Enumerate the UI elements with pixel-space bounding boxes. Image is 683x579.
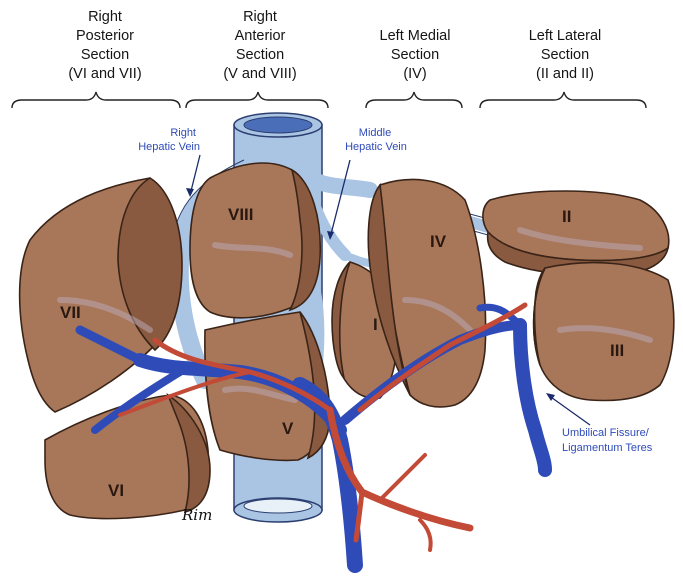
right-hepatic-line-2: Hepatic Vein xyxy=(138,141,200,153)
segment-label-vii: VII xyxy=(60,303,81,322)
segment-label-i: I xyxy=(373,315,378,334)
middle-hepatic-pointer xyxy=(330,160,350,238)
umbilical-line-2: Ligamentum Teres xyxy=(562,442,653,454)
brace-left-medial xyxy=(366,92,462,108)
brace-right-posterior xyxy=(12,92,180,108)
label-umbilical-fissure: Umbilical Fissure/ Ligamentum Teres xyxy=(546,393,653,454)
artist-signature: Rim xyxy=(181,506,212,524)
umbilical-line-1: Umbilical Fissure/ xyxy=(562,427,650,439)
middle-hepatic-line-2: Hepatic Vein xyxy=(345,141,407,153)
segment-label-iv: IV xyxy=(430,232,447,251)
middle-hepatic-line-1: Middle xyxy=(359,127,391,139)
segment-vii xyxy=(20,178,182,412)
right-hepatic-line-1: Right xyxy=(170,127,196,139)
segment-label-viii: VIII xyxy=(228,205,254,224)
segment-label-v: V xyxy=(282,419,294,438)
section-braces xyxy=(12,92,646,108)
segment-label-ii: II xyxy=(562,207,571,226)
brace-left-lateral xyxy=(480,92,646,108)
brace-right-anterior xyxy=(186,92,328,108)
segment-viii xyxy=(190,163,320,318)
segment-label-iii: III xyxy=(610,341,624,360)
segment-label-vi: VI xyxy=(108,481,124,500)
